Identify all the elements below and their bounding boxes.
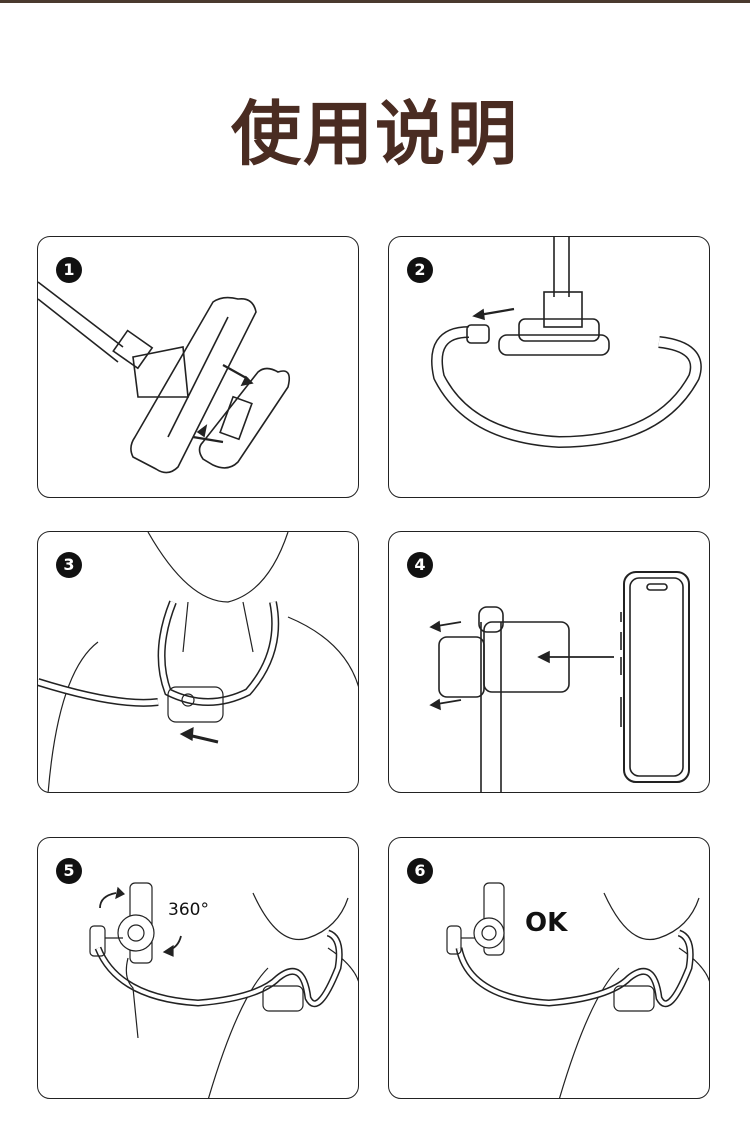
rotate-phone-illustration [89, 882, 358, 1098]
step-5-panel: 5 360° [37, 837, 359, 1099]
step-2-panel: 2 [388, 236, 710, 498]
ready-to-use-illustration [446, 882, 709, 1098]
step-number: 3 [56, 552, 82, 578]
step-number: 1 [56, 257, 82, 283]
step-number: 2 [407, 257, 433, 283]
wear-neck-illustration [38, 532, 358, 792]
step-3-panel: 3 [37, 531, 359, 793]
step-4-panel: 4 [388, 531, 710, 793]
ok-label: OK [525, 908, 568, 938]
step-number: 6 [407, 858, 433, 884]
phone-mount-illustration [429, 571, 690, 792]
step-6-panel: 6 OK [388, 837, 710, 1099]
step-number: 5 [56, 858, 82, 884]
rotation-label: 360° [168, 900, 209, 920]
page-title: 使用说明 [231, 93, 519, 175]
step-number: 4 [407, 552, 433, 578]
neck-band-illustration [431, 237, 702, 449]
step-1-panel: 1 [37, 236, 359, 498]
top-divider [0, 0, 750, 3]
clip-attach-illustration [38, 281, 291, 474]
